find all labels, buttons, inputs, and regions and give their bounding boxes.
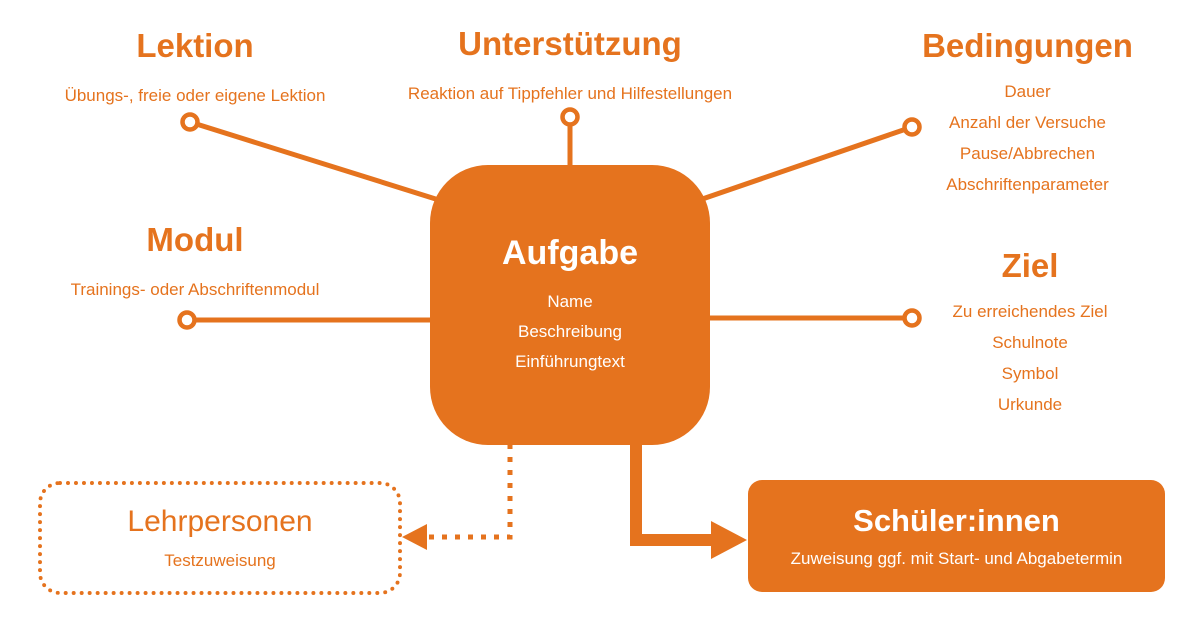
node-schueler-innen: Schüler:innen Zuweisung ggf. mit Start- … bbox=[748, 480, 1165, 592]
node-unterstuetzung-title: Unterstützung bbox=[458, 25, 682, 62]
center-node-item: Einführungtext bbox=[515, 351, 625, 371]
node-ziel-title: Ziel bbox=[1001, 247, 1059, 284]
node-bedingungen-item: Abschriftenparameter bbox=[946, 175, 1109, 195]
connector-bedingungen-dot bbox=[902, 117, 922, 137]
node-bedingungen: Bedingungen Dauer Anzahl der Versuche Pa… bbox=[875, 27, 1180, 200]
node-lektion: Lektion Übungs-, freie oder eigene Lekti… bbox=[25, 27, 365, 111]
center-node-item: Name bbox=[547, 291, 593, 311]
node-schueler-subtitle: Zuweisung ggf. mit Start- und Abgabeterm… bbox=[790, 549, 1123, 568]
node-bedingungen-item: Pause/Abbrechen bbox=[959, 144, 1096, 164]
connector-lektion-line bbox=[189, 119, 459, 209]
connector-unterstuetzung-dot bbox=[560, 107, 580, 127]
node-ziel-item: Urkunde bbox=[997, 395, 1063, 415]
arrow-left-icon bbox=[402, 524, 427, 550]
center-node-aufgabe: Aufgabe Name Beschreibung Einführungtext bbox=[430, 165, 710, 445]
node-bedingungen-list: Dauer Anzahl der Versuche Pause/Abbreche… bbox=[875, 76, 1180, 200]
node-ziel-item: Zu erreichendes Ziel bbox=[952, 302, 1108, 322]
node-schueler-title: Schüler:innen bbox=[853, 503, 1060, 538]
connector-lehrpersonen-dotted-line bbox=[428, 444, 513, 540]
connector-bedingungen-line bbox=[681, 124, 913, 209]
node-unterstuetzung: Unterstützung Reaktion auf Tippfehler un… bbox=[380, 25, 760, 109]
node-bedingungen-title: Bedingungen bbox=[922, 27, 1133, 64]
connector-ziel-dot bbox=[902, 308, 922, 328]
connector-schueler-solid-line bbox=[630, 443, 714, 546]
center-node-title: Aufgabe bbox=[502, 233, 638, 272]
node-ziel-item: Symbol bbox=[1001, 364, 1059, 384]
node-lehrpersonen-subtitle: Testzuweisung bbox=[164, 551, 276, 570]
node-modul-title: Modul bbox=[146, 221, 244, 258]
center-node-item: Beschreibung bbox=[518, 321, 622, 341]
node-modul: Modul Trainings- oder Abschriftenmodul bbox=[25, 221, 365, 305]
arrow-right-icon bbox=[711, 521, 747, 559]
node-lehrpersonen-title: Lehrpersonen bbox=[127, 505, 313, 538]
connector-modul-dot bbox=[177, 310, 197, 330]
node-ziel-list: Zu erreichendes Ziel Schulnote Symbol Ur… bbox=[880, 296, 1180, 420]
node-ziel-item: Schulnote bbox=[992, 333, 1068, 353]
node-lektion-title: Lektion bbox=[136, 27, 254, 64]
node-lehrpersonen: Lehrpersonen Testzuweisung bbox=[38, 481, 402, 595]
node-bedingungen-item: Anzahl der Versuche bbox=[949, 113, 1106, 133]
connector-lektion-dot bbox=[180, 112, 200, 132]
node-lektion-subtitle: Übungs-, freie oder eigene Lektion bbox=[64, 86, 326, 106]
node-ziel: Ziel Zu erreichendes Ziel Schulnote Symb… bbox=[880, 247, 1180, 420]
node-unterstuetzung-subtitle: Reaktion auf Tippfehler und Hilfestellun… bbox=[407, 84, 733, 104]
node-bedingungen-item: Dauer bbox=[1004, 82, 1051, 102]
node-modul-subtitle: Trainings- oder Abschriftenmodul bbox=[70, 280, 320, 300]
